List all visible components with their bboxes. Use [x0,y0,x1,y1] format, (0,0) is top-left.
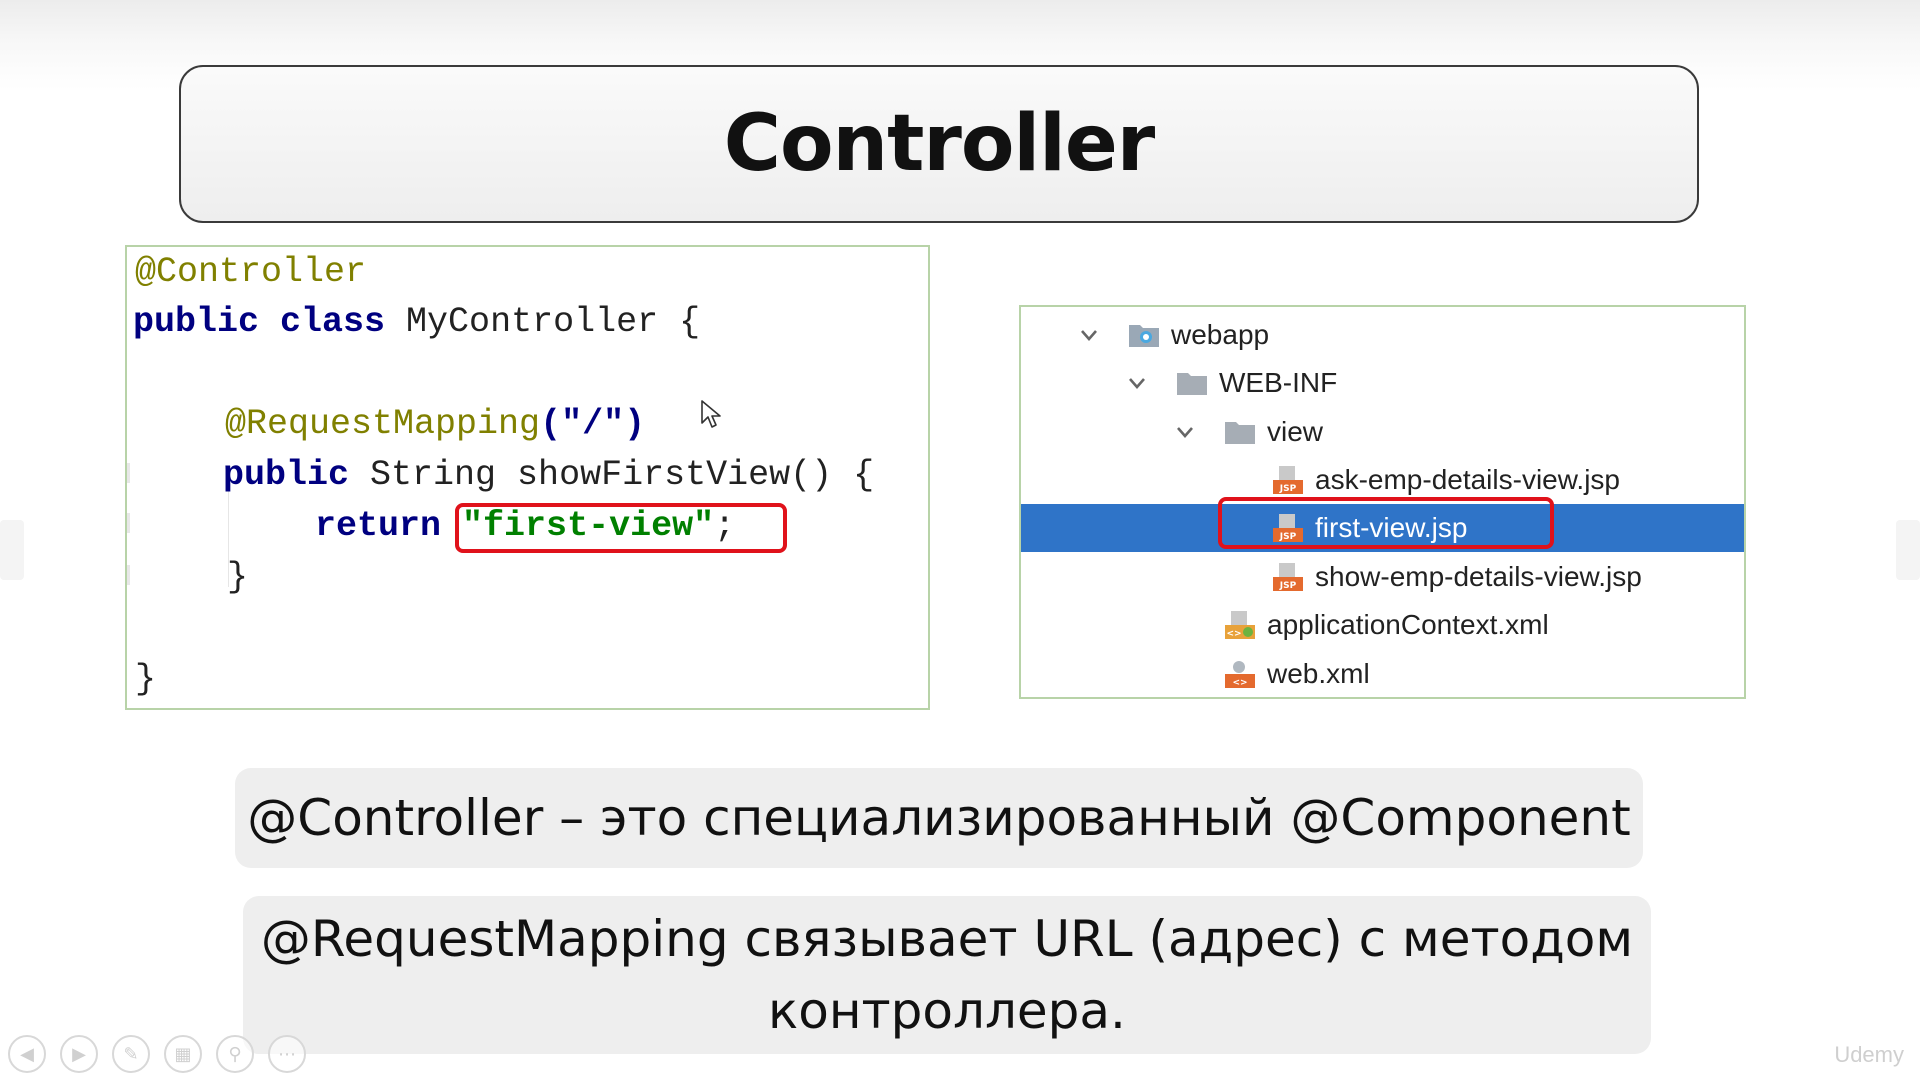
slide-title: Controller [723,99,1156,189]
caption-controller: @Controller – это специализированный @Co… [235,768,1643,868]
gutter-marker [127,565,130,585]
caption-text: @RequestMapping связывает URL (адрес) с … [261,903,1633,1047]
chevron-down-icon[interactable] [1079,325,1099,345]
tree-label: WEB-INF [1219,367,1338,398]
next-icon[interactable]: ▶ [60,1035,98,1073]
mapping-argument: ("/") [540,404,646,444]
title-box: Controller [179,65,1699,223]
keyword-public: public [223,455,350,495]
tree-item-webapp[interactable]: webapp [1021,311,1744,359]
tree-label: show-emp-details-view.jsp [1315,561,1642,592]
tree-item-web-xml[interactable]: <> web.xml [1021,650,1744,698]
method-signature: String showFirstView() { [349,455,875,495]
tree-item-ask-emp-details-view[interactable]: JSP ask-emp-details-view.jsp [1021,456,1744,504]
tree-label: webapp [1171,319,1270,350]
code-line-4: public String showFirstView() { [223,453,874,497]
tree-label: ask-emp-details-view.jsp [1315,464,1620,495]
indent-guide [228,487,229,587]
tree-item-view[interactable]: view [1021,408,1744,456]
code-line-3: @RequestMapping("/") [225,402,645,446]
code-line-1: @Controller [135,250,366,294]
tree-label: first-view.jsp [1315,512,1468,543]
code-panel: @Controller public class MyController { … [125,245,930,710]
selected-file-highlight [1218,497,1554,549]
jsp-file-icon: JSP [1273,563,1303,591]
tree-label: view [1267,416,1324,447]
code-line-6: } [227,555,248,599]
prev-slide-edge[interactable] [0,520,24,580]
mouse-cursor-icon [701,400,721,428]
keyword-public-class: public class [133,302,386,342]
keyword-return: return [315,506,442,546]
slides-icon[interactable]: ▦ [164,1035,202,1073]
svg-text:<>: <> [1232,678,1247,688]
slideshow-toolbar: ◀ ▶ ✎ ▦ ⚲ ⋯ [8,1035,306,1075]
return-string: "first-view" [462,506,715,546]
jsp-file-icon: JSP [1273,514,1303,542]
folder-icon [1177,373,1207,395]
web-folder-icon [1129,325,1159,347]
class-declaration: MyController { [385,302,701,342]
udemy-watermark: Udemy [1834,1042,1904,1067]
annotation-request-mapping: @RequestMapping [225,404,541,444]
folder-icon [1225,422,1255,444]
method-close-brace: } [227,557,249,597]
caption-request-mapping: @RequestMapping связывает URL (адрес) с … [243,896,1651,1054]
tree-item-web-inf[interactable]: WEB-INF [1021,359,1744,407]
gutter-marker [127,463,130,483]
spring-xml-icon: <> [1225,611,1255,639]
chevron-down-icon[interactable] [1127,373,1147,393]
tree-item-application-context[interactable]: <> applicationContext.xml [1021,601,1744,649]
code-line-5: return "first-view"; [315,504,735,548]
tree-label: web.xml [1267,658,1370,689]
class-close-brace: } [135,659,157,699]
xml-file-icon: <> [1225,661,1255,688]
return-value-highlight [455,503,787,553]
svg-text:JSP: JSP [1279,581,1297,591]
project-tree: webapp WEB-INF view JSP ask-emp-details-… [1019,305,1746,699]
code-line-2: public class MyController { [133,300,700,344]
pen-icon[interactable]: ✎ [112,1035,150,1073]
annotation-controller: @Controller [135,252,367,292]
tree-item-show-emp-details-view[interactable]: JSP show-emp-details-view.jsp [1021,553,1744,601]
jsp-file-icon: JSP [1273,466,1303,494]
gutter-marker [127,513,130,533]
code-line-7: } [135,657,156,701]
more-icon[interactable]: ⋯ [268,1035,306,1073]
zoom-icon[interactable]: ⚲ [216,1035,254,1073]
chevron-down-icon[interactable] [1175,422,1195,442]
svg-text:JSP: JSP [1279,484,1297,494]
caption-line: @RequestMapping связывает URL (адрес) с … [260,910,1634,968]
tree-label: applicationContext.xml [1267,609,1549,640]
svg-text:JSP: JSP [1279,532,1297,542]
semicolon: ; [714,506,736,546]
tree-item-first-view[interactable]: JSP first-view.jsp [1021,504,1744,552]
prev-icon[interactable]: ◀ [8,1035,46,1073]
caption-line: контроллера. [768,982,1126,1040]
svg-text:<>: <> [1226,629,1241,639]
next-slide-edge[interactable] [1896,520,1920,580]
caption-text: @Controller – это специализированный @Co… [247,789,1631,847]
